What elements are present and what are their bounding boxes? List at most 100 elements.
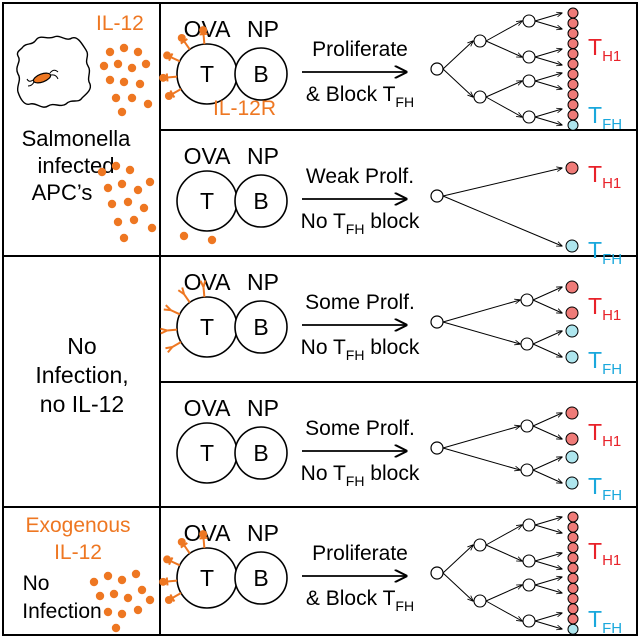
row-description-line1: Some Prolf. [305,291,415,314]
branch [442,168,562,197]
receptor-stem [171,341,182,348]
th1-cell [567,17,579,29]
no-infection-line2: Infection, [35,362,128,388]
il12-dot [105,75,115,85]
daughter-cell [520,293,534,307]
branch [534,73,562,82]
th1-cell [567,58,579,70]
il12-dot [133,185,143,195]
tfh-label: TFH [588,237,622,268]
tfh-cell [565,476,579,490]
th1-label: TH1 [588,538,621,569]
th1-cell [565,306,579,320]
il12-dot [131,569,141,579]
row-description-line2: & Block TFH [306,587,414,614]
daughter-cell [520,463,534,477]
receptor-cup [169,90,176,98]
row-description-line2: & Block TFH [306,83,414,110]
th1-subscript: H1 [602,433,621,450]
il12-dot [139,203,149,213]
line2-subscript: FH [346,473,365,489]
row-description-line1: Proliferate [312,542,408,565]
branch [534,13,562,22]
il12-dot [119,77,129,87]
il12-dot [123,197,133,207]
branch [485,600,522,621]
branch [532,331,562,345]
receptor-cup [180,542,188,549]
il12-dot [95,591,105,601]
line2-tail: block [364,462,419,485]
branch [532,425,562,439]
branch [534,517,562,526]
il12-dot [99,61,109,71]
receptor-stem [170,560,181,567]
branch [534,80,562,89]
receptor-stem [183,40,191,50]
branch [532,457,562,471]
b-cell [234,300,288,354]
branch [485,40,522,57]
tfh-subscript: FH [602,620,622,637]
branch [534,109,562,118]
bound-il12 [199,530,208,539]
tfh-main: T [588,606,602,632]
row-description-line1: Some Prolf. [305,417,415,440]
tfh-label: TFH [588,102,622,133]
branch [442,300,520,323]
exogenous-panel: Exogenous IL-12 No Infection [22,514,130,623]
receptor-cup [199,32,208,36]
receptor-arm [165,346,173,350]
il12-dot [113,217,123,227]
th1-cell [567,109,579,121]
il12-dot [119,43,129,53]
bound-il12 [177,537,186,546]
il12-dot [103,183,113,193]
il12-dot [119,233,129,243]
branch [534,620,562,629]
tfh-cell [565,450,579,464]
th1-cell [565,280,579,294]
branch [532,299,562,313]
th1-cell [567,531,579,543]
th1-cell [567,562,579,574]
progenitor-cell [430,62,444,76]
receptor-stem [183,544,191,554]
receptor-arm [160,327,168,332]
branch [485,585,522,602]
daughter-cell [522,518,536,532]
th1-main: T [588,419,602,445]
receptor-stem [167,328,178,332]
salmonella-label-line3: APC’s [32,180,93,205]
proliferation-tree [430,280,579,364]
th1-cell [567,38,579,50]
daughter-cell [522,74,536,88]
t-cell-label: T [200,565,214,591]
branch [485,544,522,561]
progenitor-cell [430,566,444,580]
progenitor-cell [430,315,444,329]
salmonella-bacterium-icon [26,69,59,87]
il12-receptors-bound [159,26,208,100]
il12-dot [111,623,121,633]
th1-cell [567,27,579,39]
branch [534,116,562,125]
th1-subscript: H1 [602,48,621,65]
il12-dot [107,199,117,209]
daughter-cell [522,14,536,28]
il12-dot [135,79,145,89]
progenitor-cell [430,189,444,203]
il12-dot [127,63,137,73]
daughter-cell [522,578,536,592]
b-cell [234,426,288,480]
branch [534,560,562,569]
il12-dot [103,607,113,617]
branch [534,20,562,29]
tfh-cell [565,239,579,253]
b-cell [234,551,288,605]
branch [442,447,520,470]
line2-main: & Block T [306,83,396,106]
